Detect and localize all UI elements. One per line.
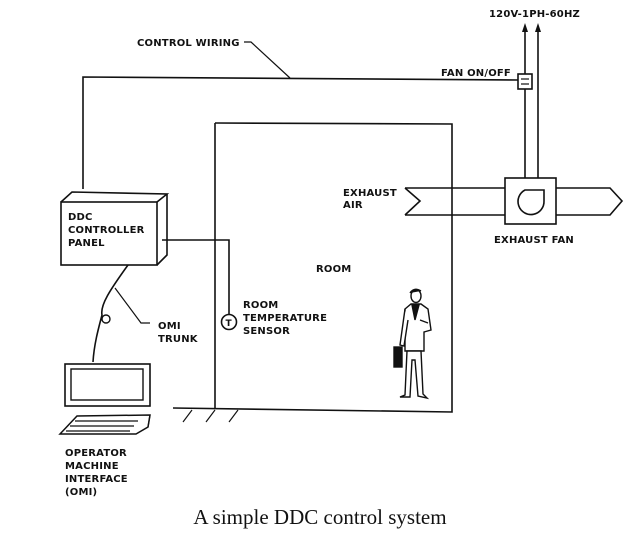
exhaust-air-label-1: EXHAUST bbox=[343, 188, 397, 199]
person-icon bbox=[393, 288, 432, 400]
fan-on-off-switch bbox=[517, 73, 533, 90]
omi-label-1: OPERATOR bbox=[65, 448, 127, 459]
keyboard-icon bbox=[58, 414, 151, 435]
omi-trunk-leader bbox=[114, 287, 150, 324]
sensor-label-3: SENSOR bbox=[243, 326, 290, 337]
room-label: ROOM bbox=[316, 264, 351, 275]
exhaust-duct bbox=[404, 187, 624, 216]
omi-trunk bbox=[92, 264, 129, 363]
omi-label-2: MACHINE bbox=[65, 461, 119, 472]
ddc-controller-panel bbox=[60, 191, 170, 266]
omi-computer bbox=[58, 363, 151, 435]
omi-label-4: (OMI) bbox=[65, 487, 97, 498]
sensor-label-1: ROOM bbox=[243, 300, 278, 311]
room-outline bbox=[172, 122, 453, 413]
sensor-wiring bbox=[162, 239, 230, 314]
fan-blower-icon bbox=[517, 189, 545, 216]
arrow-up-icon bbox=[522, 23, 528, 32]
omi-label-3: INTERFACE bbox=[65, 474, 128, 485]
ground-hatch bbox=[182, 409, 239, 423]
controller-label-3: PANEL bbox=[68, 238, 105, 249]
controller-label-1: DDC bbox=[68, 212, 93, 223]
exhaust-fan-label: EXHAUST FAN bbox=[494, 235, 574, 246]
sensor-label-2: TEMPERATURE bbox=[243, 313, 327, 324]
power-supply-lines bbox=[522, 23, 541, 180]
control-wiring-leader bbox=[244, 41, 291, 79]
diagram-caption: A simple DDC control system bbox=[193, 505, 447, 529]
sensor-symbol: T bbox=[226, 319, 233, 329]
control-wiring-label: CONTROL WIRING bbox=[137, 38, 240, 49]
exhaust-fan bbox=[504, 177, 557, 225]
exhaust-air-label-2: AIR bbox=[343, 200, 363, 211]
omi-trunk-connector bbox=[101, 314, 111, 324]
power-label: 120V-1PH-60HZ bbox=[489, 9, 580, 20]
controller-label-2: CONTROLLER bbox=[68, 225, 145, 236]
omi-trunk-label-2: TRUNK bbox=[158, 334, 199, 345]
omi-trunk-label-1: OMI bbox=[158, 321, 181, 332]
control-wiring bbox=[82, 76, 519, 189]
fan-switch-label: FAN ON/OFF bbox=[441, 68, 511, 79]
room-temperature-sensor: T bbox=[220, 313, 238, 331]
arrow-up-icon bbox=[535, 23, 541, 32]
